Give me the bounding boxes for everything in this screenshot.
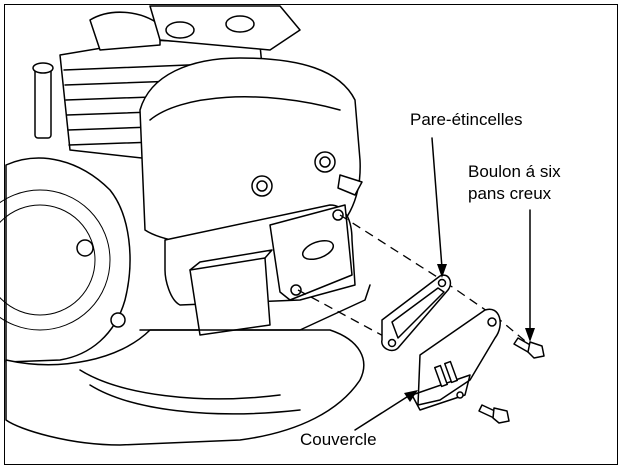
hex-bolt-upper (513, 337, 545, 359)
leader-arrows (354, 137, 535, 431)
hex-bolt-lower (478, 404, 510, 424)
figure-frame (4, 4, 618, 465)
label-bolt-line1: Boulon á six (468, 162, 561, 181)
spark-arrester-part (381, 274, 452, 352)
cover-part (411, 308, 501, 411)
engine-block (0, 5, 371, 446)
label-spark-arrester: Pare-étincelles (410, 110, 523, 129)
label-cover: Couvercle (300, 430, 377, 449)
label-bolt-line2: pans creux (468, 184, 552, 203)
